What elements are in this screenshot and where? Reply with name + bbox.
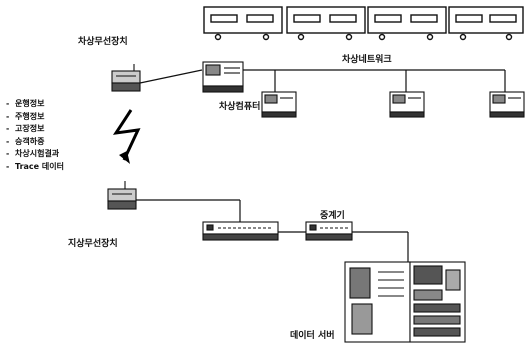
- ground-radio-bottom-label: 지상무선장치: [68, 236, 118, 249]
- info-item: -고장정보: [6, 123, 64, 136]
- info-item: -승객하중: [6, 136, 64, 149]
- train-car-1: [204, 7, 282, 40]
- onboard-terminal-2: [390, 92, 424, 117]
- train: [204, 7, 523, 40]
- onboard-terminal-3: [490, 92, 524, 117]
- ground-radio-top-label: 차상무선장치: [78, 34, 128, 47]
- ground-radio-bottom-device: [108, 181, 136, 209]
- info-item: -운행정보: [6, 98, 64, 111]
- info-item: -주행정보: [6, 111, 64, 124]
- onboard-network-label: 차상네트워크: [342, 52, 392, 65]
- data-server-label: 데이터 서버: [290, 328, 335, 341]
- data-server-device: [345, 262, 465, 342]
- onboard-computer-main: [203, 62, 243, 92]
- train-car-4: [449, 7, 523, 40]
- onboard-computer-label: 차상컴퓨터: [219, 99, 260, 112]
- info-item: -Trace 데이터: [6, 161, 64, 174]
- network-switch: [203, 222, 278, 240]
- onboard-terminal-1: [262, 92, 296, 117]
- repeater-label: 중계기: [320, 208, 345, 221]
- train-car-3: [368, 7, 446, 40]
- transmitted-info-list: -운행정보 -주행정보 -고장정보 -승객하중 -차상시험결과 -Trace 데…: [6, 98, 64, 173]
- train-car-2: [287, 7, 365, 40]
- ground-radio-top-device: [112, 64, 140, 91]
- info-item: -차상시험결과: [6, 148, 64, 161]
- repeater-device: [306, 222, 352, 240]
